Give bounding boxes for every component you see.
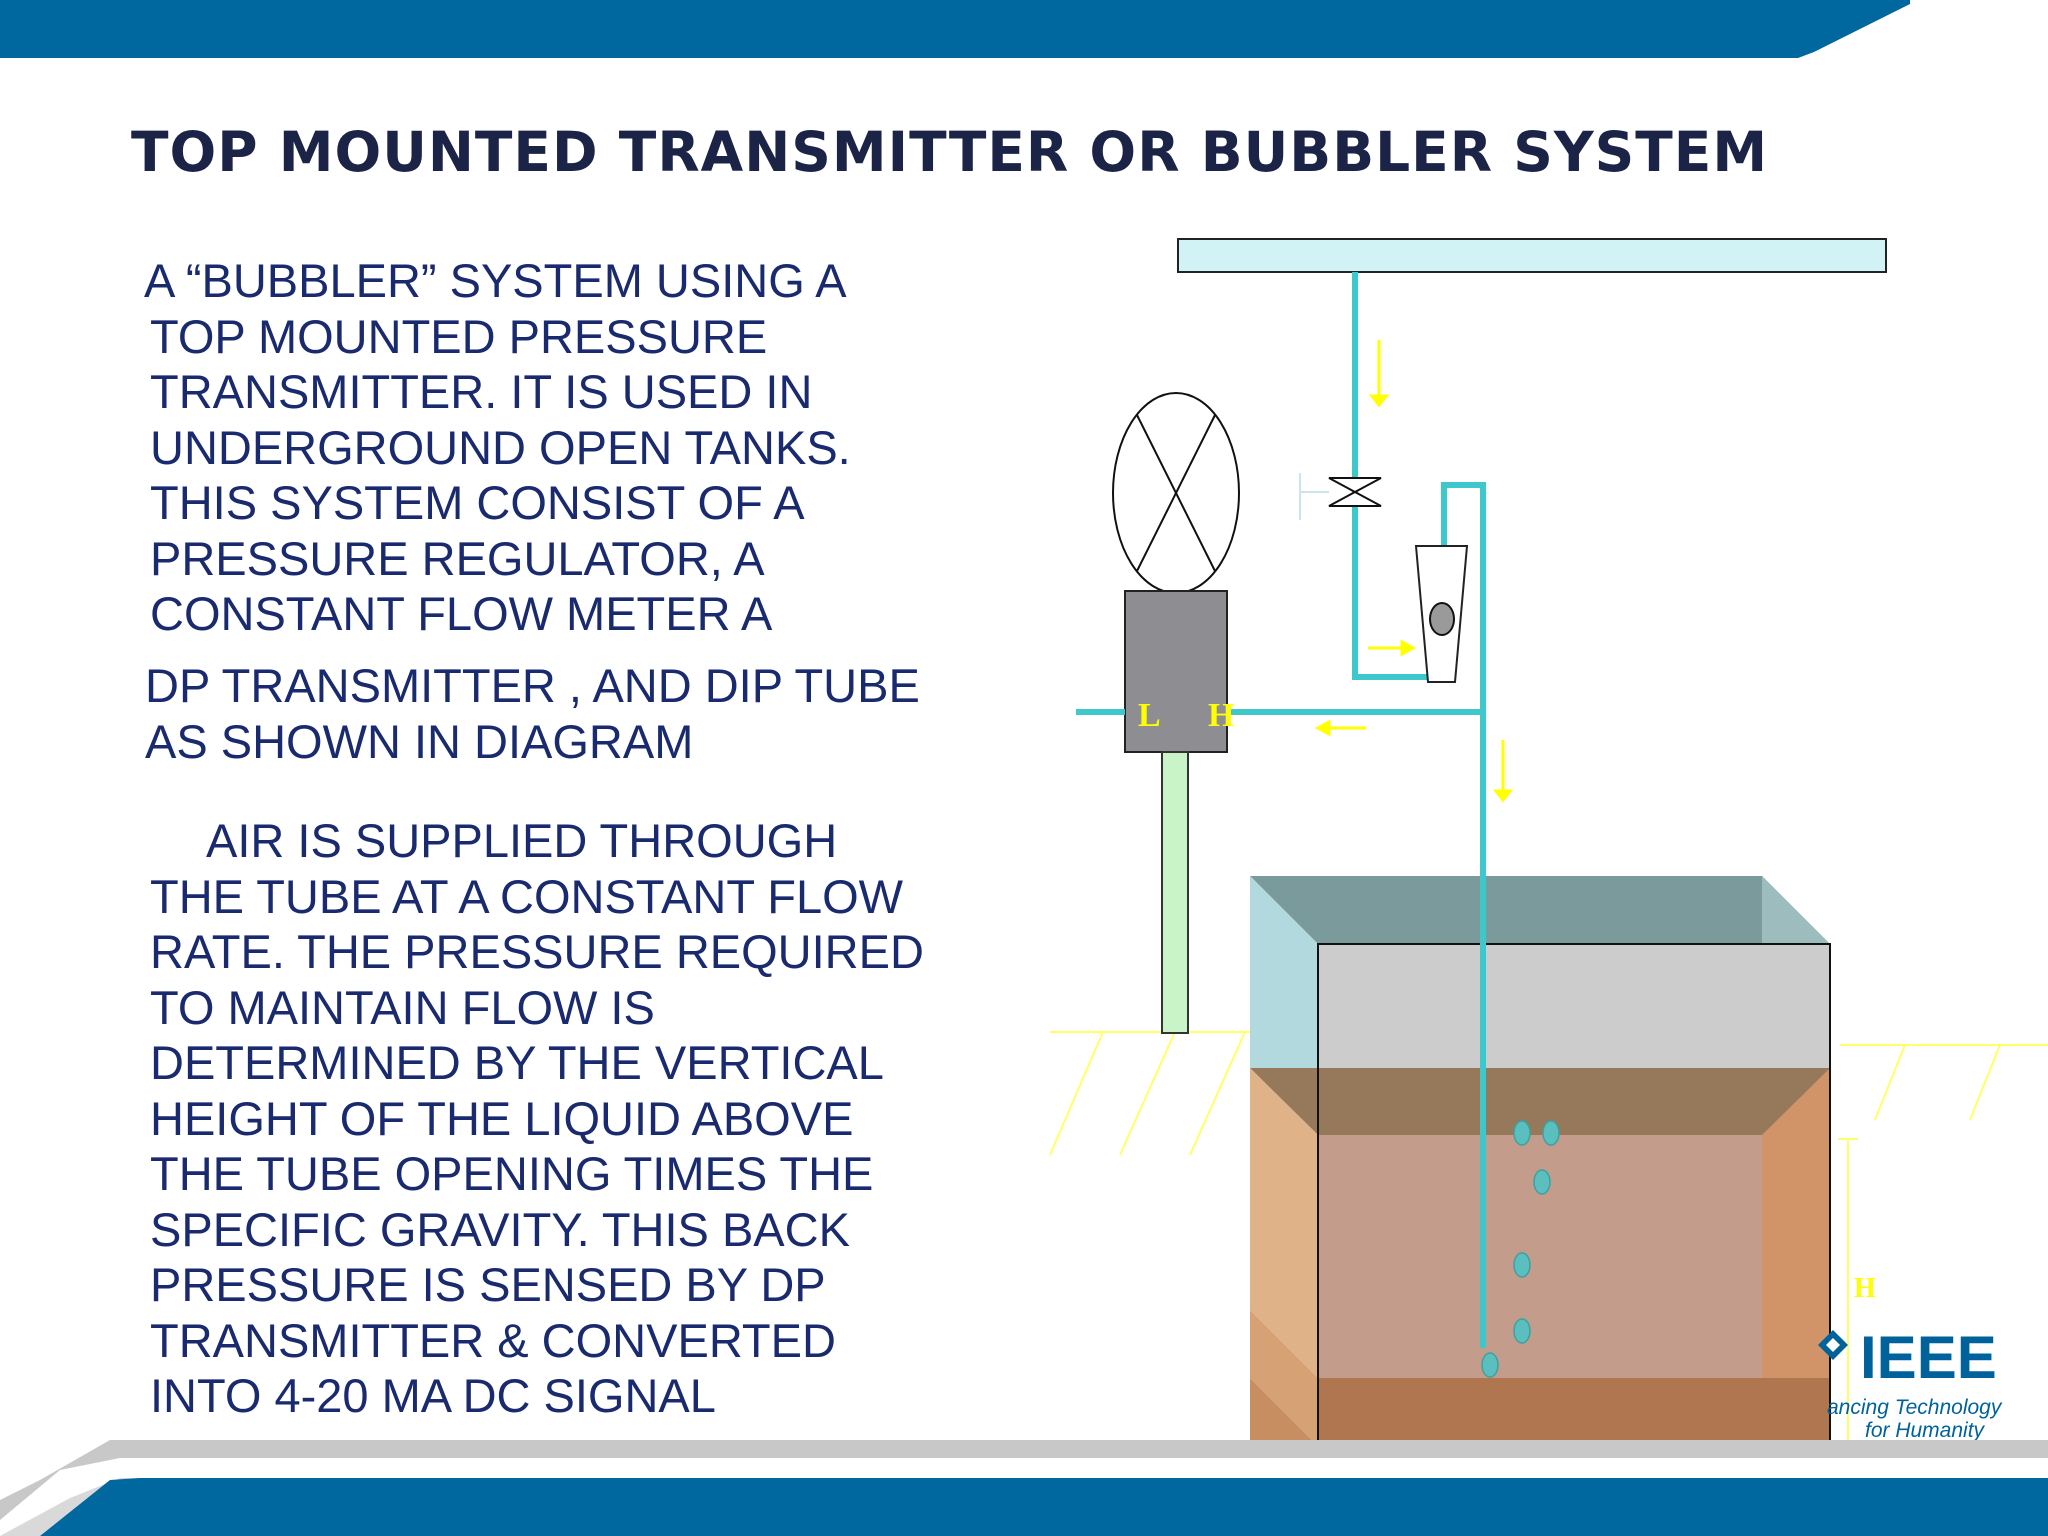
- intro-line: THIS SYSTEM CONSIST OF A: [150, 476, 805, 529]
- ground-surface: [1049, 1031, 2048, 1156]
- intro-line: TRANSMITTER. IT IS USED IN: [150, 365, 813, 418]
- ieee-logo: IEEE ancing Technology for Humanity: [1818, 1324, 2003, 1442]
- flow-meter-float-icon: [1429, 602, 1455, 636]
- transmitter-body: [1124, 590, 1228, 753]
- logo-tagline-line2: for Humanity: [1865, 1419, 1986, 1442]
- underground-tank: [1250, 876, 1831, 1447]
- bottom-band: [0, 1440, 2048, 1536]
- transmitter-stand: [1161, 751, 1189, 1034]
- components-line: DP TRANSMITTER , AND DIP TUBE: [145, 659, 920, 712]
- slide-title: TOP MOUNTED TRANSMITTER OR BUBBLER SYSTE…: [131, 120, 1769, 184]
- low-side-label: L: [1138, 697, 1161, 734]
- principle-line: SPECIFIC GRAVITY. THIS BACK: [150, 1202, 850, 1256]
- level-height-label: H: [1854, 1273, 1876, 1304]
- flow-arrows: [1314, 340, 1514, 803]
- principle-line: RATE. THE PRESSURE REQUIRED: [150, 925, 924, 978]
- dp-transmitter: [1112, 392, 1240, 1034]
- air-tubing: [1076, 272, 1486, 1348]
- principle-line: HEIGHT OF THE LIQUID ABOVE: [150, 1091, 854, 1145]
- manual-valve-icon: [1299, 473, 1382, 520]
- principle-line: INTO 4-20 MA DC SIGNAL: [150, 1369, 716, 1422]
- intro-line: TOP MOUNTED PRESSURE: [150, 309, 768, 363]
- air-bubbles: [1481, 1120, 1560, 1378]
- intro-line: A “BUBBLER” SYSTEM USING A: [144, 254, 847, 307]
- principle-line: DETERMINED BY THE VERTICAL: [150, 1036, 884, 1089]
- intro-line: PRESSURE REGULATOR, A: [150, 531, 765, 585]
- intro-line: CONSTANT FLOW METER A: [150, 587, 773, 640]
- intro-line: UNDERGROUND OPEN TANKS.: [150, 420, 851, 474]
- principle-line: TRANSMITTER & CONVERTED: [150, 1313, 836, 1367]
- principle-line: TO MAINTAIN FLOW IS: [150, 980, 655, 1034]
- top-band: [0, 0, 1910, 58]
- principle-line: THE TUBE AT A CONSTANT FLOW: [150, 869, 904, 923]
- high-side-label: H: [1208, 697, 1234, 734]
- air-supply-header: [1177, 238, 1887, 273]
- principle-line: AIR IS SUPPLIED THROUGH: [206, 814, 838, 867]
- constant-flow-meter: [1414, 545, 1469, 683]
- logo-name: IEEE: [1860, 1324, 1997, 1391]
- components-line: AS SHOWN IN DIAGRAM: [145, 714, 694, 768]
- logo-tagline-line1: ancing Technology: [1827, 1396, 2003, 1419]
- principle-line: PRESSURE IS SENSED BY DP: [150, 1258, 826, 1311]
- principle-line: THE TUBE OPENING TIMES THE: [150, 1147, 874, 1200]
